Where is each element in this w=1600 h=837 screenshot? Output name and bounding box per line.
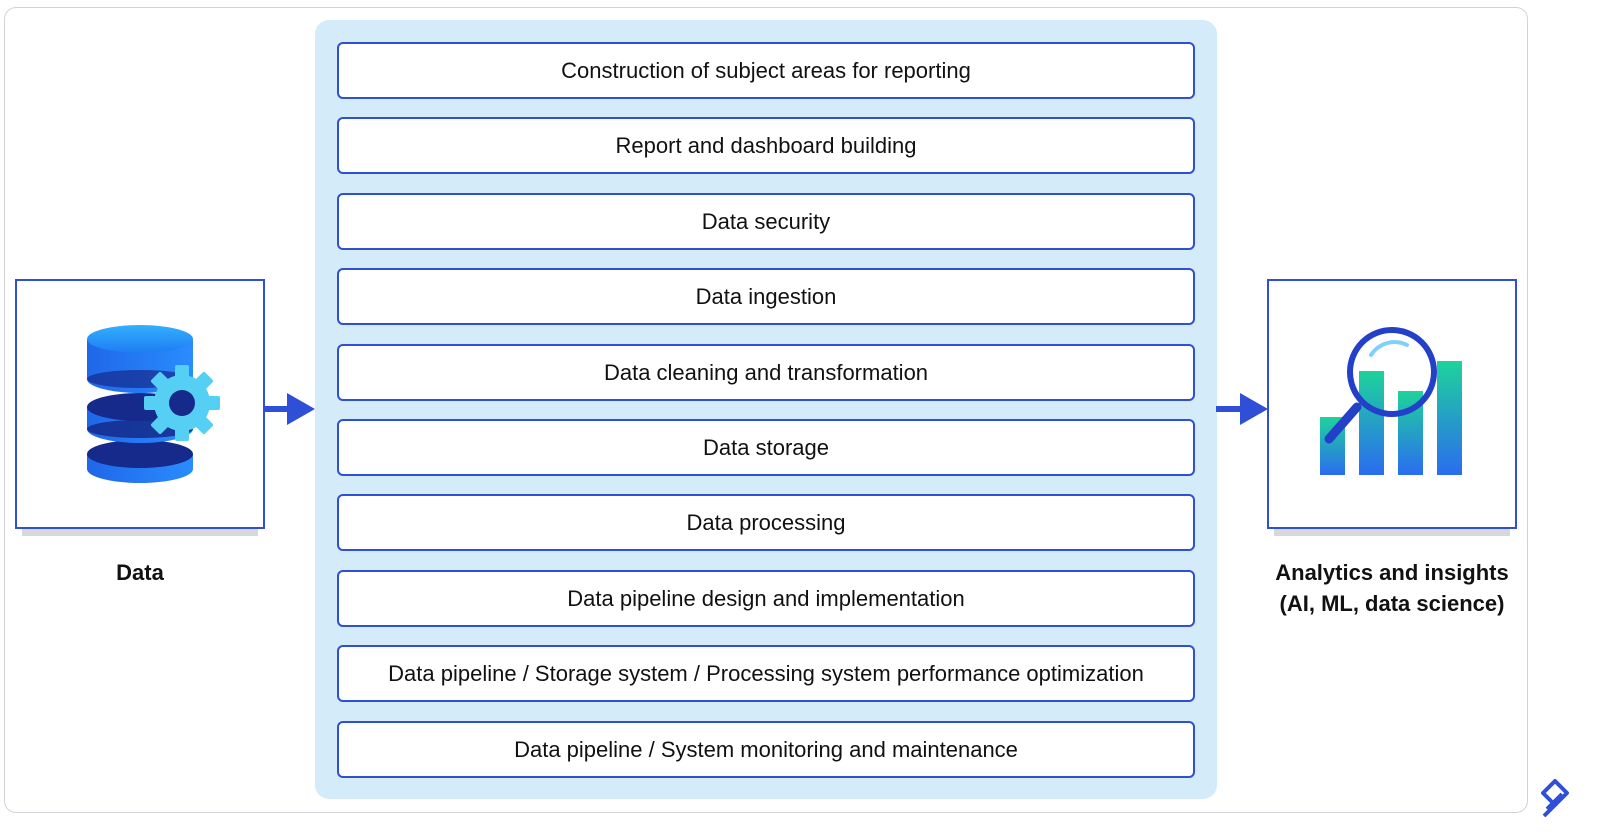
- step-performance-optimization: Data pipeline / Storage system / Process…: [337, 645, 1195, 702]
- database-gear-icon: [87, 325, 220, 483]
- analytics-label: Analytics and insights (AI, ML, data sci…: [1247, 557, 1537, 619]
- step-subject-areas: Construction of subject areas for report…: [337, 42, 1195, 99]
- analytics-box-shadow: [1274, 529, 1510, 536]
- step-data-cleaning: Data cleaning and transformation: [337, 344, 1195, 401]
- data-box: [15, 279, 265, 529]
- step-pipeline-design: Data pipeline design and implementation: [337, 570, 1195, 627]
- toptal-logo-icon: [1541, 779, 1569, 818]
- arrow-right-icon: [263, 393, 315, 425]
- step-data-security: Data security: [337, 193, 1195, 250]
- step-data-storage: Data storage: [337, 419, 1195, 476]
- data-label: Data: [116, 560, 164, 585]
- step-report-dashboard: Report and dashboard building: [337, 117, 1195, 174]
- data-box-shadow: [22, 529, 258, 536]
- analytics-label-line1: Analytics and insights: [1275, 560, 1509, 585]
- step-data-ingestion: Data ingestion: [337, 268, 1195, 325]
- step-data-processing: Data processing: [337, 494, 1195, 551]
- bar-chart-magnifier-icon: [1320, 327, 1462, 475]
- arrow-right-icon: [1216, 393, 1268, 425]
- step-monitoring-maintenance: Data pipeline / System monitoring and ma…: [337, 721, 1195, 778]
- analytics-box: [1267, 279, 1517, 529]
- analytics-label-line2: (AI, ML, data science): [1279, 591, 1505, 616]
